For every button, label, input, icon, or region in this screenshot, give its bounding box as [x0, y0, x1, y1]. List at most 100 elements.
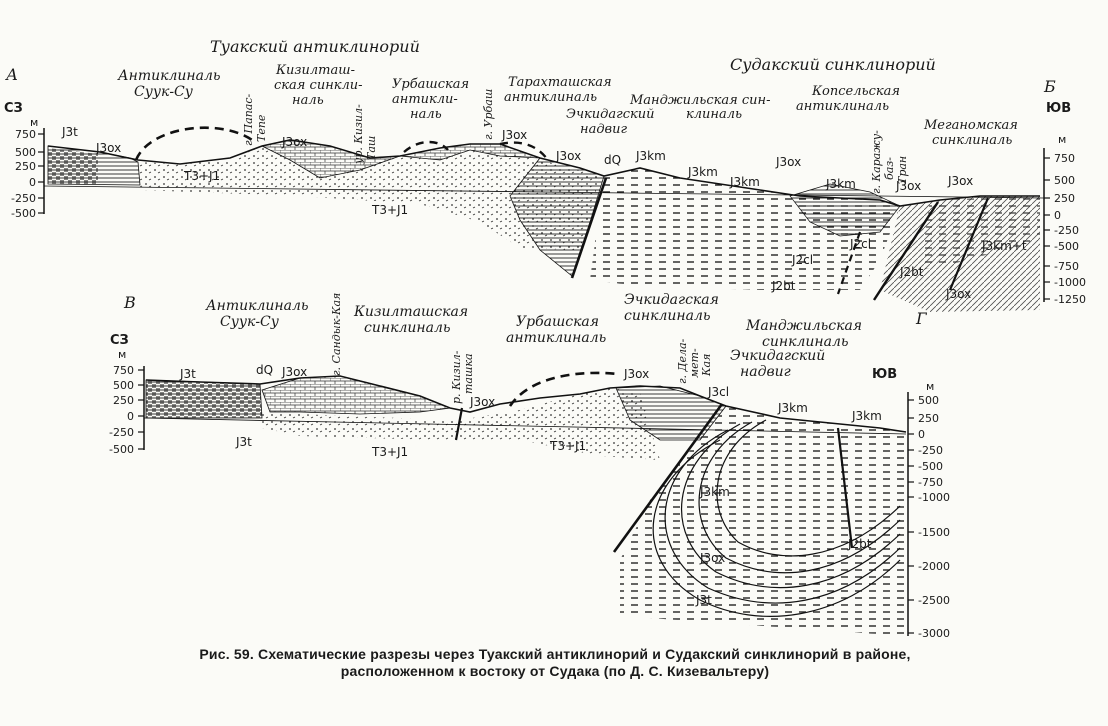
structure-label: Урбашская [392, 77, 469, 92]
structure-label: ская синкли- [274, 78, 363, 93]
structure-label: Меганомская [923, 118, 1018, 133]
unit-label: J2bt [847, 537, 872, 551]
structure-label: надвиг [580, 122, 627, 137]
unit-label: J3ox [469, 395, 495, 409]
unit-label: J3t [695, 593, 712, 607]
tick-label: -500 [1054, 240, 1079, 253]
peak-label: Тепе [255, 114, 268, 142]
left-unit-top: м [30, 116, 38, 129]
right-unit-top: м [1058, 133, 1066, 146]
unit-label: J3km [729, 175, 760, 189]
tick-label: 750 [15, 128, 36, 141]
structure-label: антиклиналь [796, 99, 889, 114]
tick-label: -750 [1054, 260, 1079, 273]
structure-label: Кизилташская [353, 304, 468, 320]
structure-label: антикли- [392, 92, 458, 107]
structure-label: синклиналь [624, 308, 710, 324]
tick-label: -500 [109, 443, 134, 456]
structure-label: Манджильская син- [629, 93, 771, 108]
unit-label: J3ox [95, 141, 121, 155]
section-letter-b: Б [1043, 77, 1056, 96]
tick-label: -250 [11, 192, 36, 205]
unit-label: J3t [235, 435, 252, 449]
tick-label: -1000 [1054, 276, 1086, 289]
unit-label: J3km [687, 165, 718, 179]
unit-label: J3ox [775, 155, 801, 169]
unit-label: J3ox [895, 179, 921, 193]
unit-label: J3ox [623, 367, 649, 381]
structure-label: Урбашская [516, 314, 599, 330]
unit-label: T3+J1 [371, 445, 408, 459]
unit-label: J3km [699, 485, 730, 499]
section-letter-g: Г [915, 309, 928, 328]
unit-label: J3ox [281, 365, 307, 379]
section-bottom-geology [145, 375, 906, 636]
tick-label: -2000 [918, 560, 950, 573]
structure-label: наль [292, 93, 324, 108]
tick-label: 0 [1054, 209, 1061, 222]
unit-label: J3ox [945, 287, 971, 301]
structure-label: Эчкидагский [566, 107, 655, 122]
tick-label: -1000 [918, 491, 950, 504]
unit-label: T3+J1 [549, 439, 586, 453]
structure-label: синклиналь [932, 133, 1012, 148]
tick-label: 250 [113, 394, 134, 407]
fold-traces [652, 419, 901, 617]
structure-label: Тарахташская [508, 75, 612, 90]
left-depth-scale-bottom: м СЗ 750 500 250 0 -250 -500 [109, 333, 145, 456]
unit-label: dQ [604, 153, 621, 167]
tuak-anticlinorium-label: Туакский антиклинорий [210, 37, 420, 56]
structure-label: Эчкидагская [624, 292, 719, 308]
section-top-geology [47, 139, 1040, 312]
section-a-b: м СЗ 750 500 250 0 -250 -500 м ЮВ 750 50… [4, 37, 1086, 312]
fault-line [836, 427, 854, 549]
tick-label: 500 [113, 379, 134, 392]
unit-label: J3t [179, 367, 196, 381]
unit-label: J3ox [281, 135, 307, 149]
peak-label: г. Сандык-Кая [330, 293, 343, 376]
peak-label: ташка [462, 353, 475, 394]
dir-left-bottom: СЗ [110, 333, 129, 348]
sea-level-line-bottom [143, 417, 907, 435]
structure-label: Копсельская [811, 84, 900, 99]
peak-label: г. Урбаш [482, 89, 495, 140]
sea-level-line-top [43, 185, 1045, 199]
unit-label: dQ [256, 363, 273, 377]
eroded-arc [499, 141, 549, 161]
dir-right-bottom: ЮВ [872, 367, 897, 382]
tick-label: 250 [1054, 192, 1075, 205]
fault-line [454, 407, 464, 441]
tick-label: 250 [15, 160, 36, 173]
unit-label: J3t [61, 125, 78, 139]
unit-label: J2cl [849, 237, 871, 251]
tick-label: -2500 [918, 594, 950, 607]
unit-label: J3ox [501, 128, 527, 142]
tick-label: 750 [1054, 152, 1075, 165]
structure-label: Суук-Су [134, 84, 194, 100]
peak-label: Кая [700, 354, 713, 377]
unit-label: J3ox [555, 149, 581, 163]
caption-line-1: Рис. 59. Схематические разрезы через Туа… [199, 646, 911, 662]
peak-label: г. Дела- [676, 338, 689, 384]
echkidag-thrust-fault [570, 177, 608, 279]
structure-label: Антиклиналь [205, 298, 309, 314]
figure-caption: Рис. 59. Схематические разрезы через Туа… [60, 646, 1050, 680]
unit-label: J3km+t [981, 239, 1027, 253]
unit-label: J2bt [899, 265, 924, 279]
tick-label: 750 [113, 364, 134, 377]
tick-label: -1250 [1054, 293, 1086, 306]
unit-label: J3ox [947, 174, 973, 188]
eroded-arc [134, 126, 253, 161]
left-depth-scale-top: м СЗ 750 500 250 0 -250 -500 [4, 101, 45, 220]
unit-label: T3+J1 [183, 169, 220, 183]
structure-label: антиклиналь [504, 90, 597, 105]
peak-label: баз- [883, 157, 896, 180]
sudak-synclinorium-label: Судакский синклинорий [730, 55, 936, 74]
tick-label: 500 [15, 146, 36, 159]
tick-label: 0 [127, 410, 134, 423]
tick-label: -500 [918, 460, 943, 473]
right-depth-scale-bottom: м ЮВ 500 250 0 -250 -500 -750 -1000 -150… [872, 367, 950, 640]
section-letter-a: А [5, 65, 18, 84]
tick-label: -750 [918, 476, 943, 489]
unit-label: J3km [851, 409, 882, 423]
